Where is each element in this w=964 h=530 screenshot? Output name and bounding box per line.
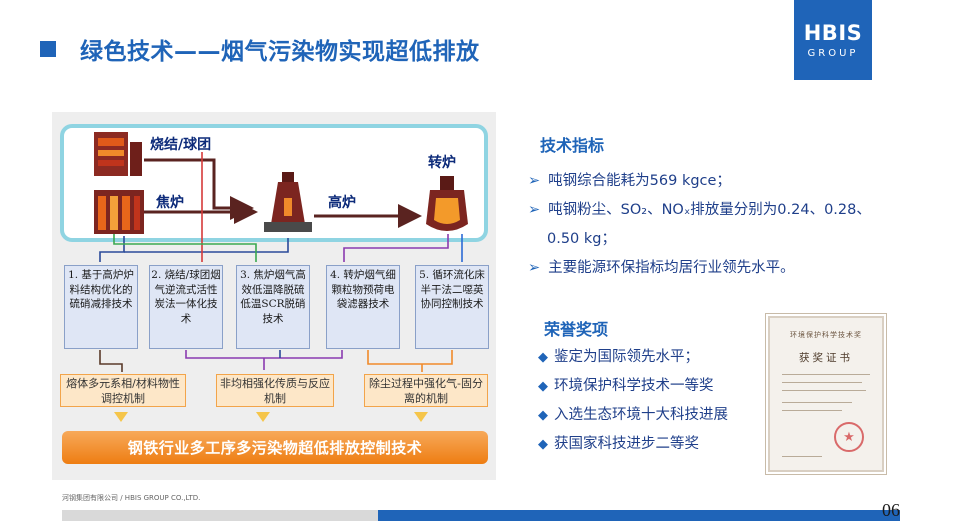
certificate-header: 环境保护科学技术奖 <box>790 331 862 339</box>
tech-box-2: 2. 烧结/球团烟气逆流式活性炭法一体化技术 <box>149 265 223 349</box>
summary-band: 钢铁行业多工序多污染物超低排放控制技术 <box>62 431 488 464</box>
divider <box>782 456 822 457</box>
tech-box-1: 1. 基于高炉炉料结构优化的硫硝减排技术 <box>64 265 138 349</box>
list-item: ◆ 获国家科技进步二等奖 <box>538 430 762 459</box>
arrow-head-icon: ➢ <box>528 202 541 218</box>
page-title: 绿色技术——烟气污染物实现超低排放 <box>80 39 480 65</box>
process-label-sinter: 烧结/球团 <box>150 137 212 153</box>
metric-text: 吨钢综合能耗为569 kgce； <box>548 173 731 189</box>
diamond-icon: ◆ <box>538 437 548 452</box>
sinter-plant-icon <box>94 132 142 176</box>
honor-text: 入选生态环境十大科技进展 <box>554 407 728 423</box>
title-bar: 绿色技术——烟气污染物实现超低排放 <box>40 36 480 65</box>
hbis-logo: HBIS GROUP <box>794 0 872 80</box>
process-label-blast-furnace: 高炉 <box>328 195 356 211</box>
footer-bar-blue <box>378 510 900 521</box>
metric-text: 0.50 kg； <box>547 231 616 247</box>
down-arrow-icon <box>114 412 128 422</box>
diagram-drawing <box>94 132 468 422</box>
arrow-head-icon: ➢ <box>528 173 541 189</box>
footer-bar-gray <box>62 510 378 521</box>
tech-box-3: 3. 焦炉烟气高效低温降脱硫低温SCR脱硝技术 <box>236 265 310 349</box>
logo-main-text: HBIS <box>803 20 863 45</box>
process-diagram: 烧结/球团 焦炉 高炉 转炉 1. 基于高炉炉料结构优化的硫硝减排技术 2. 烧… <box>52 112 496 480</box>
tech-box-4: 4. 转炉烟气细颗粒物预荷电袋滤器技术 <box>326 265 400 349</box>
list-item: 0.50 kg； <box>528 225 948 254</box>
title-square-icon <box>40 41 56 57</box>
logo-sub-text: GROUP <box>807 47 859 59</box>
metrics-list: ➢ 吨钢综合能耗为569 kgce； ➢ 吨钢粉尘、SO₂、NOₓ排放量分别为0.2… <box>528 167 948 283</box>
divider <box>782 390 866 391</box>
metrics-heading: 技术指标 <box>540 136 605 155</box>
honor-text: 获国家科技进步二等奖 <box>554 436 699 452</box>
list-item: ◆ 鉴定为国际领先水平； <box>538 343 762 372</box>
certificate-title: 获奖证书 <box>799 352 853 364</box>
mechanism-box-1: 熔体多元系相/材料物性调控机制 <box>60 374 186 407</box>
list-item: ➢ 吨钢粉尘、SO₂、NOₓ排放量分别为0.24、0.28、 <box>528 196 948 225</box>
divider <box>782 374 870 375</box>
seal-icon: ★ <box>834 422 864 452</box>
process-label-converter: 转炉 <box>428 155 456 171</box>
list-item: ◆ 入选生态环境十大科技进展 <box>538 401 762 430</box>
process-label-coke: 焦炉 <box>156 195 184 211</box>
list-item: ◆ 环境保护科学技术一等奖 <box>538 372 762 401</box>
mechanism-box-2: 非均相强化传质与反应机制 <box>216 374 334 407</box>
mechanism-box-3: 除尘过程中强化气-固分离的机制 <box>364 374 488 407</box>
list-item: ➢ 吨钢综合能耗为569 kgce； <box>528 167 948 196</box>
honor-text: 环境保护科学技术一等奖 <box>554 378 714 394</box>
arrow-head-icon: ➢ <box>528 260 541 276</box>
metric-text: 吨钢粉尘、SO₂、NOₓ排放量分别为0.24、0.28、 <box>548 202 871 218</box>
footer-company: 河钢集团有限公司 / HBIS GROUP CO.,LTD. <box>62 494 201 502</box>
divider <box>782 410 842 411</box>
honors-list: ◆ 鉴定为国际领先水平； ◆ 环境保护科学技术一等奖 ◆ 入选生态环境十大科技进展 ◆… <box>538 343 762 459</box>
coke-oven-icon <box>94 190 144 234</box>
divider <box>782 402 852 403</box>
award-certificate-image: 环境保护科学技术奖 获奖证书 ★ <box>765 313 887 475</box>
list-item: ➢ 主要能源环保指标均居行业领先水平。 <box>528 254 948 283</box>
honor-text: 鉴定为国际领先水平； <box>554 349 699 365</box>
tech-box-5: 5. 循环流化床半干法二噁英协同控制技术 <box>415 265 489 349</box>
converter-icon <box>426 176 468 231</box>
diamond-icon: ◆ <box>538 350 548 365</box>
diamond-icon: ◆ <box>538 379 548 394</box>
divider <box>782 382 862 383</box>
page-number: 06 <box>882 500 900 520</box>
down-arrow-icon <box>414 412 428 422</box>
diamond-icon: ◆ <box>538 408 548 423</box>
metric-text: 主要能源环保指标均居行业领先水平。 <box>548 260 795 276</box>
honors-heading: 荣誉奖项 <box>544 320 609 339</box>
blast-furnace-icon <box>264 172 312 232</box>
down-arrow-icon <box>256 412 270 422</box>
